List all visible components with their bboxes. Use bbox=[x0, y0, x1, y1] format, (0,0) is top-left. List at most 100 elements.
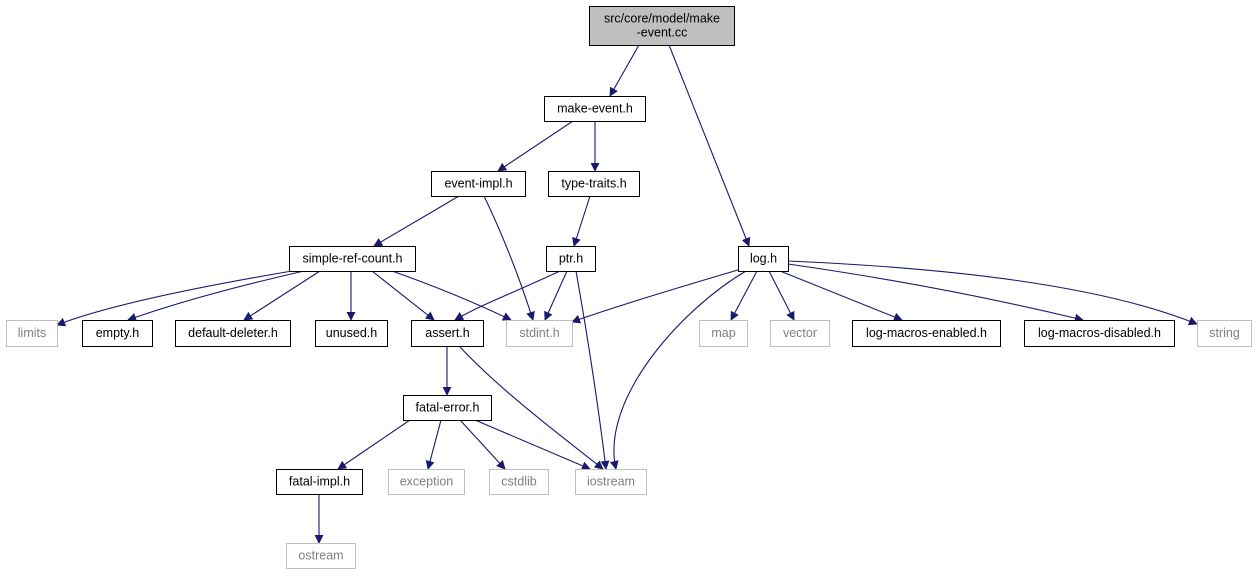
edge-make-event-h-to-event-impl-h bbox=[497, 120, 574, 172]
graph-node-log-macros-disabled-h[interactable]: log-macros-disabled.h bbox=[1024, 320, 1175, 347]
node-box bbox=[699, 320, 748, 347]
node-box bbox=[1024, 320, 1175, 347]
graph-node-ostream: ostream bbox=[286, 543, 356, 569]
graph-node-empty-h[interactable]: empty.h bbox=[82, 320, 153, 347]
node-label: empty.h bbox=[96, 326, 140, 340]
node-box bbox=[403, 395, 492, 421]
node-box bbox=[852, 320, 1001, 347]
node-label: limits bbox=[18, 326, 46, 340]
graph-node-type-traits-h[interactable]: type-traits.h bbox=[548, 171, 640, 197]
graph-node-string: string bbox=[1197, 320, 1252, 347]
node-box bbox=[175, 320, 291, 347]
graph-node-log-h[interactable]: log.h bbox=[738, 246, 789, 272]
graph-node-default-deleter-h[interactable]: default-deleter.h bbox=[175, 320, 291, 347]
edge-ptr-h-to-stdint-h bbox=[544, 270, 568, 321]
graph-node-iostream: iostream bbox=[575, 469, 647, 495]
graph-node-unused-h[interactable]: unused.h bbox=[315, 320, 388, 347]
node-box bbox=[411, 320, 484, 347]
node-box bbox=[82, 320, 153, 347]
edge-fatal-error-h-to-cstdlib bbox=[459, 419, 506, 470]
node-box bbox=[770, 320, 830, 347]
node-box bbox=[388, 469, 465, 495]
node-label: log-macros-disabled.h bbox=[1038, 326, 1161, 340]
edge-type-traits-h-to-ptr-h bbox=[572, 195, 591, 247]
edge-simple-ref-count-h-to-assert-h bbox=[371, 270, 435, 321]
edge-event-impl-h-to-stdint-h bbox=[483, 195, 535, 321]
edge-root-to-make-event-h bbox=[609, 44, 640, 97]
graph-node-cstdlib: cstdlib bbox=[489, 469, 549, 495]
graph-node-vector: vector bbox=[770, 320, 830, 347]
node-label: exception bbox=[400, 475, 454, 489]
node-box bbox=[544, 96, 646, 122]
node-label: log-macros-enabled.h bbox=[866, 326, 987, 340]
node-box bbox=[315, 320, 388, 347]
node-label: unused.h bbox=[326, 326, 377, 340]
node-box bbox=[589, 6, 735, 46]
node-box bbox=[575, 469, 647, 495]
node-label: simple-ref-count.h bbox=[302, 252, 402, 266]
edge-assert-h-to-iostream bbox=[458, 345, 604, 470]
graph-node-limits: limits bbox=[6, 320, 58, 347]
node-label: map bbox=[711, 326, 735, 340]
node-label: default-deleter.h bbox=[188, 326, 278, 340]
edge-simple-ref-count-h-to-empty-h bbox=[127, 270, 305, 322]
node-label: fatal-error.h bbox=[416, 401, 480, 415]
graph-node-log-macros-enabled-h[interactable]: log-macros-enabled.h bbox=[852, 320, 1001, 347]
graph-node-simple-ref-count-h[interactable]: simple-ref-count.h bbox=[289, 246, 416, 272]
edge-log-h-to-string bbox=[787, 260, 1198, 326]
graph-node-root[interactable]: src/core/model/make-event.cc bbox=[589, 6, 735, 46]
graph-node-fatal-impl-h[interactable]: fatal-impl.h bbox=[276, 469, 363, 495]
node-label: fatal-impl.h bbox=[289, 475, 350, 489]
edge-log-h-to-log-macros-enabled-h bbox=[779, 270, 903, 322]
edge-log-h-to-vector bbox=[768, 270, 795, 321]
edge-simple-ref-count-h-to-limits bbox=[56, 270, 293, 327]
edge-log-h-to-map bbox=[730, 270, 758, 321]
node-label: stdint.h bbox=[519, 326, 559, 340]
graph-node-make-event-h[interactable]: make-event.h bbox=[544, 96, 646, 122]
edge-fatal-error-h-to-fatal-impl-h bbox=[337, 419, 411, 470]
node-label: cstdlib bbox=[501, 475, 536, 489]
graph-node-stdint-h: stdint.h bbox=[506, 320, 573, 347]
nodes-layer: src/core/model/make-event.cc make-event.h… bbox=[6, 6, 1252, 569]
node-label: iostream bbox=[587, 475, 635, 489]
node-box bbox=[548, 171, 640, 197]
edge-event-impl-h-to-simple-ref-count-h bbox=[373, 195, 460, 247]
edge-root-to-log-h bbox=[668, 44, 751, 247]
node-label: make-event.h bbox=[557, 102, 633, 116]
node-box bbox=[738, 246, 789, 272]
edge-log-h-to-stdint-h bbox=[571, 266, 749, 324]
graph-node-fatal-error-h[interactable]: fatal-error.h bbox=[403, 395, 492, 421]
node-label: vector bbox=[783, 326, 817, 340]
node-box bbox=[506, 320, 573, 347]
graph-node-event-impl-h[interactable]: event-impl.h bbox=[431, 171, 526, 197]
node-label: assert.h bbox=[425, 326, 470, 340]
edge-fatal-error-h-to-exception bbox=[425, 419, 442, 470]
edge-simple-ref-count-h-to-stdint-h bbox=[391, 270, 512, 321]
edges-layer bbox=[56, 44, 1198, 544]
edge-ptr-h-to-iostream bbox=[575, 270, 610, 470]
graph-node-ptr-h[interactable]: ptr.h bbox=[546, 246, 596, 272]
node-label: ptr.h bbox=[559, 252, 583, 266]
edge-ptr-h-to-assert-h bbox=[454, 270, 561, 321]
node-box bbox=[276, 469, 363, 495]
node-box bbox=[289, 246, 416, 272]
node-label: src/core/model/make bbox=[604, 12, 720, 26]
edge-simple-ref-count-h-to-default-deleter-h bbox=[243, 270, 321, 321]
node-box bbox=[489, 469, 549, 495]
node-label: log.h bbox=[750, 252, 777, 266]
node-box bbox=[286, 543, 356, 569]
node-label: ostream bbox=[298, 549, 343, 563]
node-box bbox=[431, 171, 526, 197]
edge-log-h-to-iostream bbox=[609, 270, 747, 470]
edge-fatal-error-h-to-iostream bbox=[474, 419, 591, 470]
edge-log-h-to-log-macros-disabled-h bbox=[787, 263, 1084, 323]
node-label: string bbox=[1209, 326, 1240, 340]
graph-node-assert-h[interactable]: assert.h bbox=[411, 320, 484, 347]
node-label: -event.cc bbox=[637, 26, 688, 40]
node-box bbox=[1197, 320, 1252, 347]
node-box bbox=[546, 246, 596, 272]
node-label: event-impl.h bbox=[444, 177, 512, 191]
node-label: type-traits.h bbox=[561, 177, 626, 191]
node-box bbox=[6, 320, 58, 347]
